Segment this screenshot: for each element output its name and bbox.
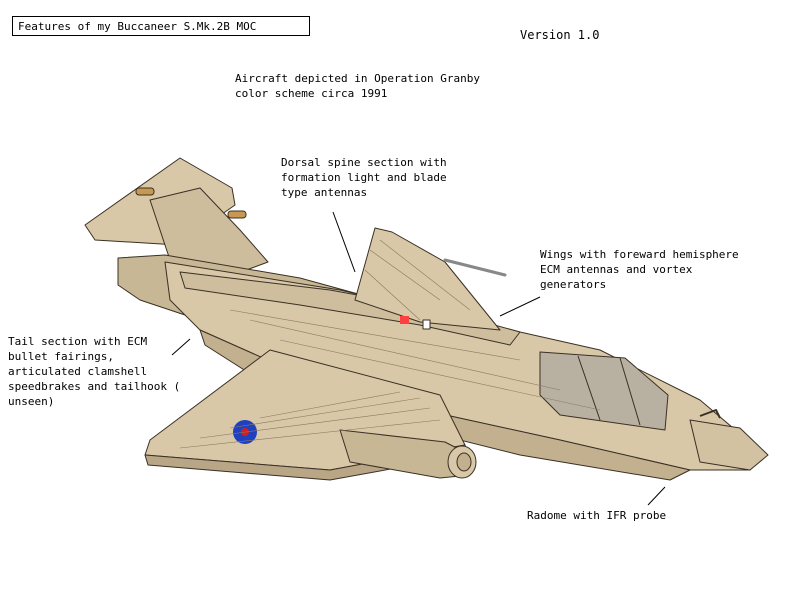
radome	[689, 419, 769, 471]
ecm-fairing-left	[135, 187, 155, 196]
note-color-scheme: Aircraft depicted in Operation Granby co…	[235, 72, 481, 100]
aircraft-model	[84, 157, 769, 481]
page-title: Features of my Buccaneer S.Mk.2B MOC	[12, 16, 310, 36]
version-label: Version 1.0	[520, 28, 600, 42]
leader-radome	[647, 486, 666, 506]
leader-spine	[332, 211, 356, 273]
leader-lines	[171, 211, 666, 506]
far-wing	[354, 227, 501, 331]
blade-antenna	[443, 258, 507, 277]
engine-intake-inner	[456, 452, 472, 472]
ifr-probe	[699, 409, 721, 419]
stud-pattern	[179, 239, 601, 449]
formation-light	[400, 316, 409, 324]
leader-wings	[499, 296, 541, 317]
note-tail-section: Tail section with ECM bullet fairings, a…	[8, 335, 181, 408]
leader-tail	[171, 338, 191, 356]
spine-antenna	[422, 319, 431, 330]
note-dorsal-spine: Dorsal spine section with formation ligh…	[281, 156, 447, 199]
ecm-fairing-right	[227, 210, 247, 219]
note-radome: Radome with IFR probe	[527, 509, 667, 522]
note-wings: Wings with foreward hemisphere ECM anten…	[540, 248, 739, 291]
